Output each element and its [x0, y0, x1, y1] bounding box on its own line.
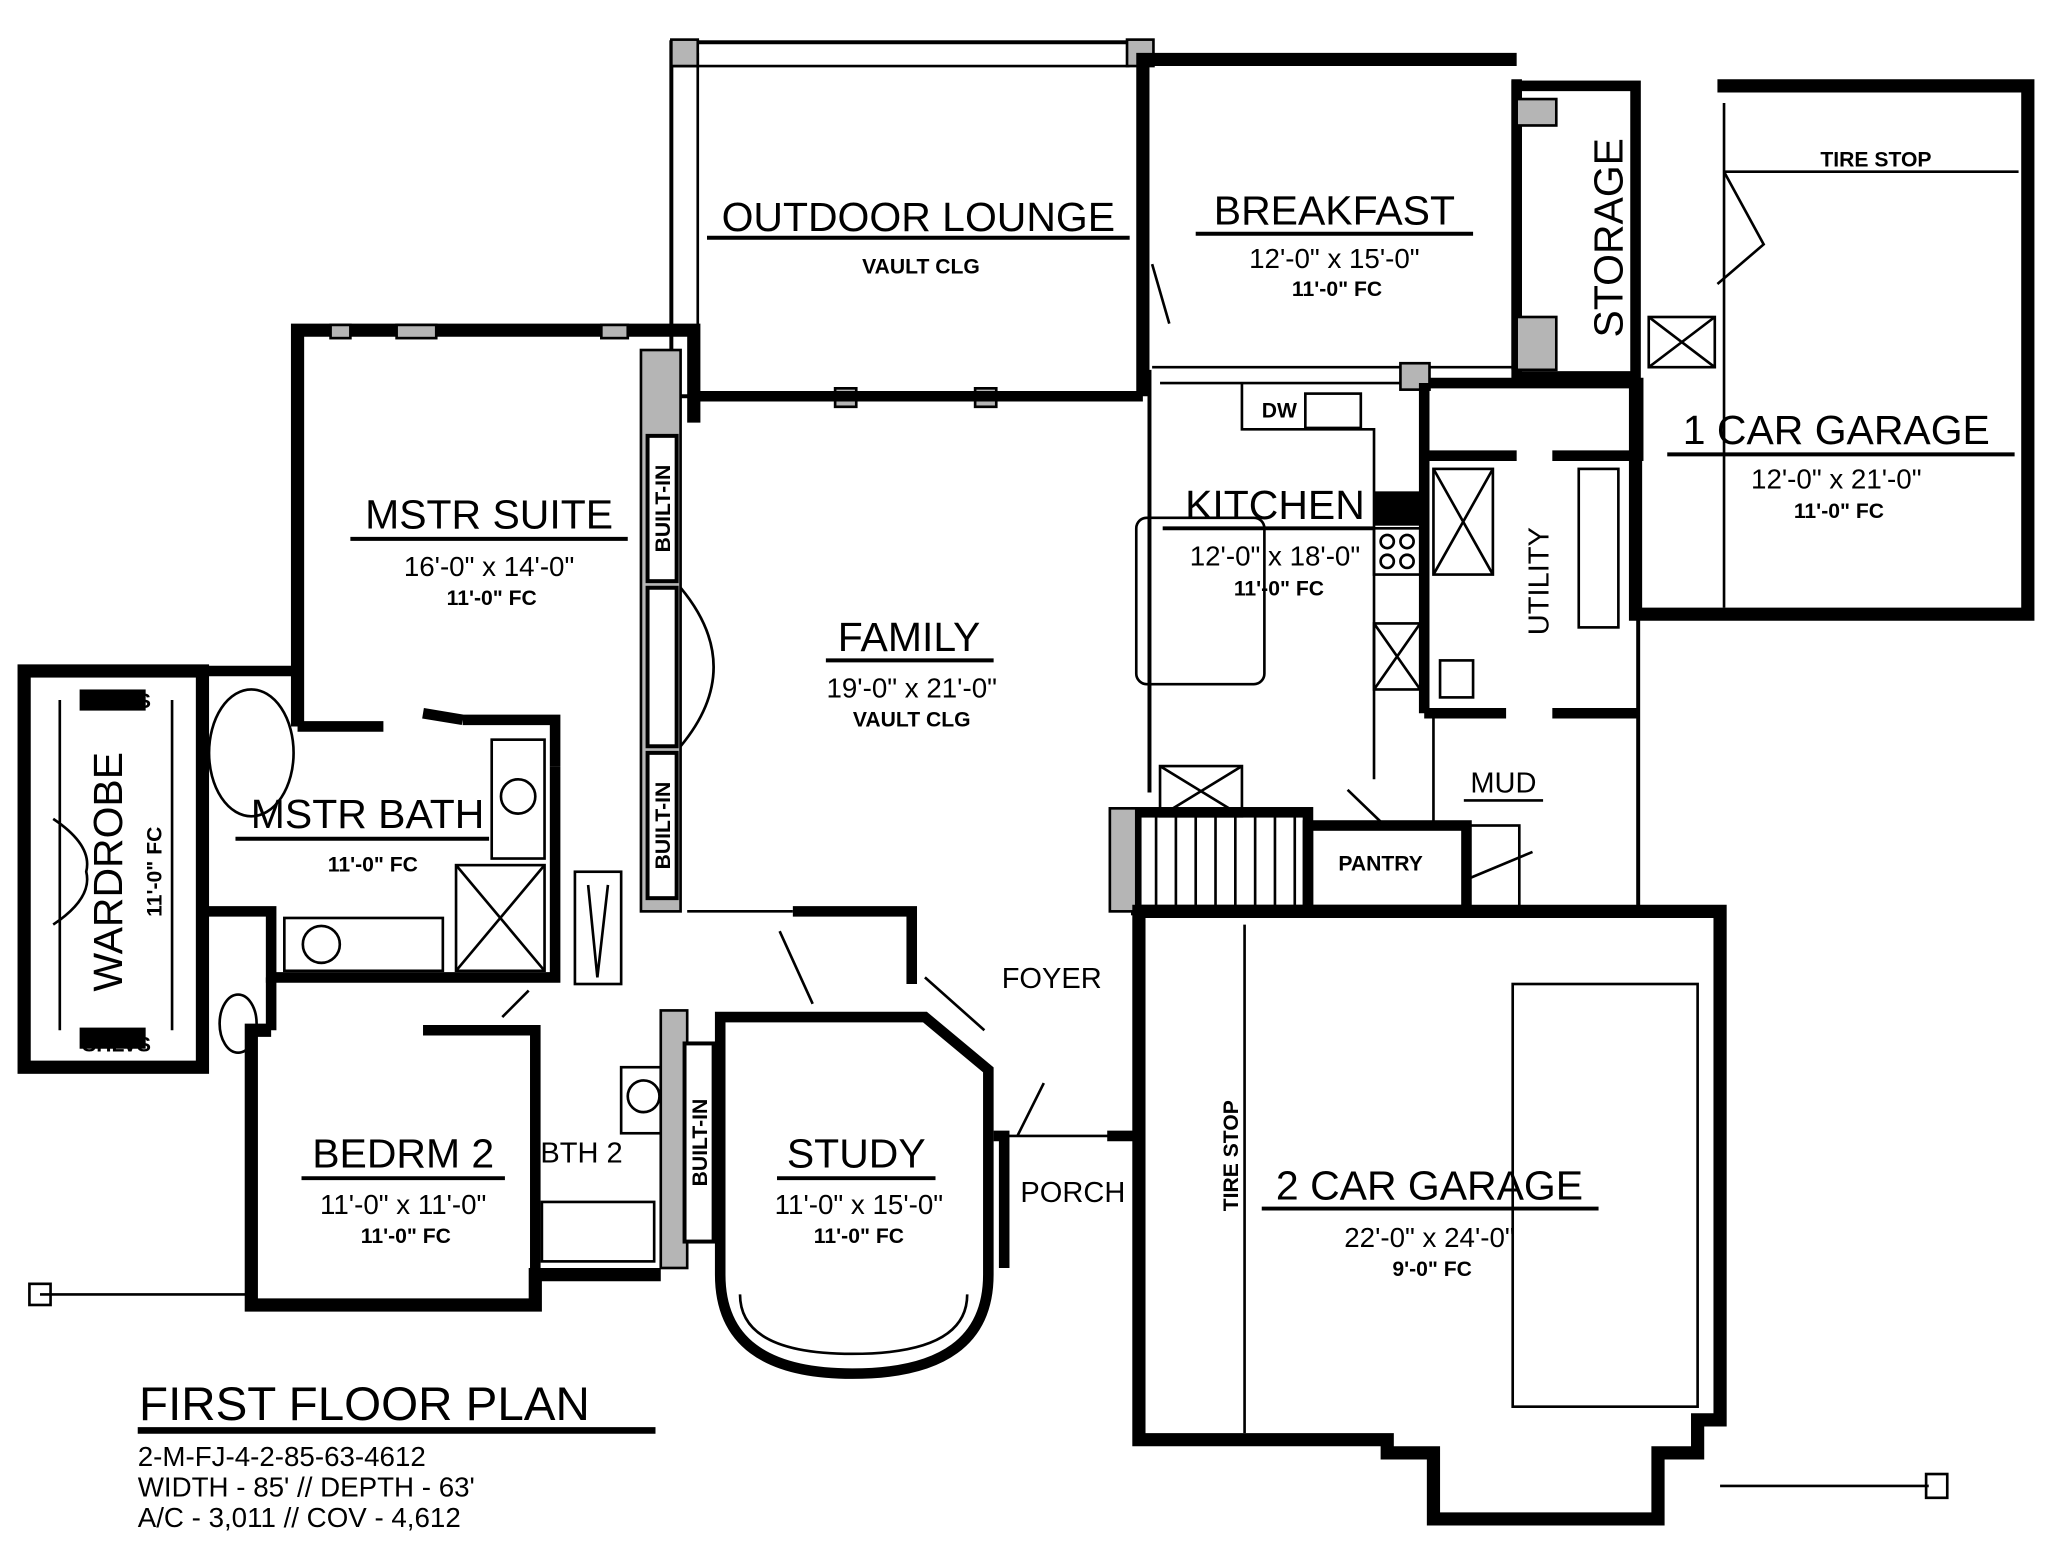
study-label: STUDY: [787, 1131, 926, 1177]
garage1-label: 1 CAR GARAGE: [1683, 407, 1990, 453]
storage-label: STORAGE: [1585, 138, 1631, 337]
one-car-garage: [1628, 79, 2035, 621]
plan-dimensions: WIDTH - 85' // DEPTH - 63': [138, 1471, 475, 1502]
room-labels: OUTDOOR LOUNGE VAULT CLG BREAKFAST 12'-0…: [82, 138, 2015, 1281]
wardrobe-label: WARDROBE: [85, 752, 131, 992]
built-in-label-2: BUILT-IN: [652, 782, 675, 870]
shelves-label-bottom: SHLVS: [82, 1033, 151, 1056]
pantry-label: PANTRY: [1338, 852, 1423, 875]
plan-title: FIRST FLOOR PLAN: [139, 1378, 590, 1431]
storage-room: [1511, 80, 1717, 382]
two-car-garage: [1132, 904, 1949, 1526]
garage1-ceiling: 11'-0" FC: [1794, 500, 1884, 523]
bath2-label: BTH 2: [540, 1137, 622, 1169]
family-label: FAMILY: [838, 614, 981, 660]
outdoor-lounge-label: OUTDOOR LOUNGE: [722, 194, 1115, 240]
garage2-label: 2 CAR GARAGE: [1276, 1162, 1583, 1208]
study: [714, 930, 994, 1379]
breakfast-size: 12'-0" x 15'-0": [1249, 243, 1419, 274]
tire-stop-label-1: TIRE STOP: [1820, 148, 1931, 171]
wardrobe-ceiling: 11'-0" FC: [144, 827, 167, 917]
wardrobe: [17, 664, 210, 1074]
study-size: 11'-0" x 15'-0": [775, 1189, 943, 1220]
bedrm2-label: BEDRM 2: [312, 1131, 494, 1177]
mstr-suite-ceiling: 11'-0" FC: [447, 587, 537, 610]
bath-2: [540, 1009, 716, 1270]
mstr-suite-label: MSTR SUITE: [365, 491, 613, 537]
kitchen-ceiling: 11'-0" FC: [1234, 578, 1324, 601]
mstr-bath-ceiling: 11'-0" FC: [328, 854, 418, 877]
plan-code: 2-M-FJ-4-2-85-63-4612: [138, 1441, 426, 1472]
shelves-label-top: SHLVS: [82, 690, 151, 713]
garage2-size: 22'-0" x 24'-0": [1344, 1222, 1514, 1253]
utility-label: UTILITY: [1523, 527, 1555, 635]
kitchen: [1134, 361, 1431, 818]
stairs: [1130, 807, 1314, 916]
porch: [993, 1082, 1137, 1268]
garage2-ceiling: 9'-0" FC: [1392, 1258, 1472, 1281]
family-size: 19'-0" x 21'-0": [826, 672, 996, 703]
plan-area: A/C - 3,011 // COV - 4,612: [138, 1502, 461, 1533]
porch-label: PORCH: [1020, 1177, 1125, 1209]
title-block: FIRST FLOOR PLAN 2-M-FJ-4-2-85-63-4612 W…: [137, 1378, 656, 1533]
mstr-bath-label: MSTR BATH: [251, 791, 484, 837]
family-room: [573, 348, 1138, 986]
bedroom-2: [28, 977, 661, 1312]
built-in-label-1: BUILT-IN: [652, 465, 675, 553]
dw-label: DW: [1262, 399, 1297, 422]
family-ceiling: VAULT CLG: [853, 708, 971, 731]
utility-room: [1424, 377, 1644, 912]
kitchen-label: KITCHEN: [1185, 482, 1365, 528]
outdoor-lounge-ceiling: VAULT CLG: [862, 255, 980, 278]
foyer-label: FOYER: [1002, 963, 1102, 995]
breakfast-ceiling: 11'-0" FC: [1292, 278, 1382, 301]
study-ceiling: 11'-0" FC: [814, 1225, 904, 1248]
bedrm2-ceiling: 11'-0" FC: [361, 1225, 451, 1248]
master-suite: [290, 323, 701, 767]
tire-stop-label-2: TIRE STOP: [1220, 1100, 1243, 1211]
pantry: [1302, 788, 1472, 916]
bedrm2-size: 11'-0" x 11'-0": [320, 1189, 486, 1220]
garage1-size: 12'-0" x 21'-0": [1751, 464, 1921, 495]
breakfast-label: BREAKFAST: [1214, 188, 1455, 234]
mud-label: MUD: [1470, 767, 1536, 799]
mstr-suite-size: 16'-0" x 14'-0": [404, 551, 574, 582]
mud-room: [1432, 713, 1534, 909]
kitchen-size: 12'-0" x 18'-0": [1190, 540, 1360, 571]
built-in-label-3: BUILT-IN: [689, 1099, 712, 1187]
